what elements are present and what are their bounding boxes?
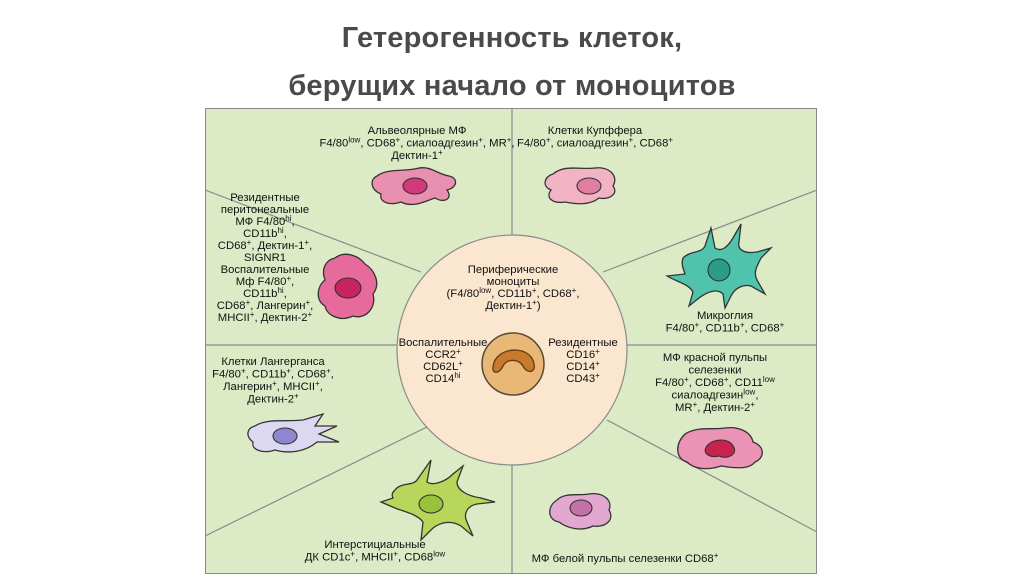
alveolar-label-line: Дектин-1+ xyxy=(391,148,443,163)
langerhans-label-line: Дектин-2+ xyxy=(247,391,299,406)
peritoneal-macrophage-icon xyxy=(317,253,378,320)
slide-title-line-1: Гетерогенность клеток, xyxy=(341,22,683,54)
peritoneal-label-line: Мф F4/80+, xyxy=(236,274,295,289)
peritoneal-label-line: SIGNR1 xyxy=(244,252,286,264)
alveolar-macrophage-icon xyxy=(371,167,457,206)
peritoneal-label-line: CD11bhi, xyxy=(243,286,287,301)
microglia-label-line: Микроглия xyxy=(697,310,753,322)
langerhans-label-line: Лангерин+, MHCII+, xyxy=(223,379,323,394)
center-markers: (F4/80low, CD11b+, CD68+,Дектин-1+) xyxy=(447,286,580,313)
red-pulp-macrophage-icon xyxy=(677,426,763,470)
peritoneal-label-line: CD11bhi, xyxy=(243,226,287,241)
peritoneal-label-line: CD68+, Дектин-1+, xyxy=(218,238,312,253)
red-pulp-label-line: MR+, Дектин-2+ xyxy=(675,400,755,415)
alveolar-label-line: F4/80low, CD68+, сиалоадгезин+, MR+, xyxy=(319,135,514,150)
inflammatory-monocyte-label-line: Воспалительные xyxy=(399,337,488,349)
langerhans-label-line: F4/80+, CD11b+, CD68+, xyxy=(212,366,334,381)
red-pulp-label-line: сиалоадгезинlow, xyxy=(672,387,759,402)
center-markers-line: Дектин-1+) xyxy=(485,298,540,313)
center-title-line: Периферические xyxy=(468,264,559,276)
inflammatory-monocyte-label-line: CD62L+ xyxy=(423,359,463,374)
white-pulp-label: МФ белой пульпы селезенки CD68+ xyxy=(532,551,719,566)
resident-monocyte-label-line: CD16+ xyxy=(566,347,600,362)
resident-monocyte-label-line: CD43+ xyxy=(566,371,600,386)
slide-title-line-2: берущих начало от моноцитов xyxy=(288,70,736,102)
interstitial-label-line: Интерстициальные xyxy=(324,539,425,551)
divider-lower-right xyxy=(606,419,817,533)
kupffer-cell-icon xyxy=(544,167,616,205)
red-pulp-label-line: МФ красной пульпы xyxy=(663,352,767,364)
resident-monocyte-label-line: Резидентные xyxy=(548,337,618,349)
microglia-label-line: F4/80+, CD11b+, CD68+ xyxy=(666,320,785,335)
kupffer-label-line: F4/80+, сиалоадгезин+, CD68+ xyxy=(517,135,673,150)
red-pulp-label-line: F4/80+, CD68+, CD11low xyxy=(655,375,775,390)
microglia-icon xyxy=(665,223,774,311)
langerhans-cell-icon xyxy=(247,412,340,453)
monocyte-cell-icon xyxy=(481,332,545,396)
peritoneal-label-line: МФ F4/80hi, xyxy=(235,214,294,229)
langerhans-label-line: Клетки Лангерганса xyxy=(221,356,325,368)
inflammatory-monocyte-label-line: CCR2+ xyxy=(425,347,461,362)
divider-upper-left xyxy=(205,189,422,273)
peritoneal-label-line: Резидентные xyxy=(230,192,300,204)
peritoneal-label-line: перитонеальные xyxy=(221,204,309,216)
red-pulp-label-line: селезенки xyxy=(688,365,741,377)
interstitial-label-line: ДК CD1c+, MHCII+, CD68low xyxy=(305,549,446,564)
peritoneal-label-line: Воспалительные xyxy=(221,264,310,276)
kupffer-label-line: Клетки Купффера xyxy=(548,125,643,137)
interstitial-dendritic-cell-icon xyxy=(379,459,496,542)
peritoneal-label-line: MHCII+, Дектин-2+ xyxy=(218,310,313,325)
resident-monocyte-label-line: CD14+ xyxy=(566,359,600,374)
center-markers-line: (F4/80low, CD11b+, CD68+, xyxy=(447,286,580,301)
peritoneal-label-line: CD68+, Лангерин+, xyxy=(217,298,314,313)
white-pulp-label-line: МФ белой пульпы селезенки CD68+ xyxy=(532,551,719,566)
alveolar-label-line: Альвеолярные МФ xyxy=(368,125,467,137)
divider-lower-left xyxy=(205,425,430,537)
white-pulp-macrophage-icon xyxy=(549,493,612,530)
inflammatory-monocyte-label-line: CD14hi xyxy=(425,371,460,386)
center-title-line: моноциты xyxy=(487,276,540,288)
